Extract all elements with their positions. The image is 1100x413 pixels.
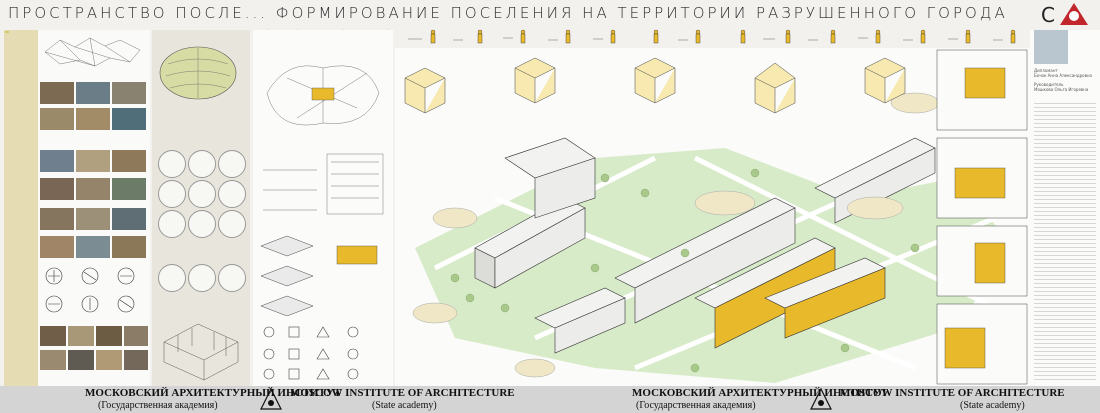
author-name: Бочок Анна Александровна	[1034, 73, 1092, 78]
photo	[112, 208, 146, 230]
logo-letter: С	[1041, 3, 1055, 27]
scenario-circle	[158, 210, 186, 238]
photo	[40, 326, 66, 346]
photo	[76, 208, 110, 230]
author-photo	[1034, 30, 1068, 64]
diagrams-column	[253, 30, 393, 386]
cluster-diagrams	[260, 235, 378, 316]
photo	[40, 236, 74, 258]
perspective-sketches	[936, 49, 1028, 385]
scenario-circle	[188, 210, 216, 238]
advisor-name: Мошкова Ольга Игоревна	[1034, 87, 1089, 92]
scenario-column	[152, 30, 250, 386]
photo	[40, 150, 74, 172]
scenario-circle	[188, 150, 216, 178]
author-column: Дипломант Бочок Анна Александровна Руков…	[1030, 30, 1100, 386]
author-label: Дипломант	[1034, 68, 1058, 73]
scenario-circle	[218, 150, 246, 178]
institute-emblem-icon	[260, 388, 282, 410]
site-plan-diagram	[266, 65, 380, 126]
poster-title: ПРОСТРАНСТВО ПОСЛЕ... ФОРМИРОВАНИЕ ПОСЕЛ…	[8, 4, 1008, 22]
scenario-circle	[158, 180, 186, 208]
photo	[124, 350, 148, 370]
institute-en: MOSCOW INSTITUTE OF ARCHITECTURE	[290, 387, 515, 399]
photo	[124, 326, 148, 346]
world-map	[44, 37, 141, 67]
scenario-circle	[158, 264, 186, 292]
scenario-circle	[218, 264, 246, 292]
photo	[68, 326, 94, 346]
advisor-label: Руководитель	[1034, 82, 1064, 87]
photo	[96, 350, 122, 370]
footer-bar: МОСКОВСКИЙ АРХИТЕКТУРНЫЙ ИНСТИТУТ (Госуд…	[0, 386, 1100, 413]
photo	[76, 178, 110, 200]
scenario-circle	[218, 210, 246, 238]
photo	[76, 82, 110, 104]
photo	[96, 326, 122, 346]
analysis-column	[4, 30, 150, 386]
institute-en-subtitle: (State academy)	[372, 400, 437, 411]
logo-triangle-icon	[1060, 3, 1088, 25]
institute-emblem-icon	[810, 388, 832, 410]
section-diagrams	[263, 153, 384, 215]
photo	[112, 82, 146, 104]
photo	[40, 350, 66, 370]
photo	[68, 350, 94, 370]
scenario-circle	[188, 264, 216, 292]
institute-ru-subtitle: (Государственная академия)	[636, 400, 756, 411]
description-text-block	[1034, 100, 1096, 380]
photo	[40, 82, 74, 104]
scenario-circle	[188, 180, 216, 208]
photo	[112, 178, 146, 200]
photo	[76, 236, 110, 258]
photo	[112, 236, 146, 258]
photo	[40, 208, 74, 230]
scenario-circle	[158, 150, 186, 178]
photo	[40, 108, 74, 130]
institute-ru: МОСКОВСКИЙ АРХИТЕКТУРНЫЙ ИНСТИТУТ	[85, 387, 342, 399]
institute-en: MOSCOW INSTITUTE OF ARCHITECTURE	[840, 387, 1065, 399]
text-strip	[4, 30, 38, 386]
photo	[112, 150, 146, 172]
brain-diagram	[159, 46, 237, 100]
photo	[112, 108, 146, 130]
icons-sketch-grid	[45, 267, 135, 313]
section-header	[5, 31, 9, 33]
scenario-circle	[218, 180, 246, 208]
isometric-settlement-drawing	[395, 48, 1035, 388]
pictogram-grid	[263, 326, 359, 380]
photo	[40, 178, 74, 200]
institute-ru-subtitle: (Государственная академия)	[98, 400, 218, 411]
institute-en-subtitle: (State academy)	[960, 400, 1025, 411]
building-sketch	[163, 323, 239, 381]
photo	[76, 150, 110, 172]
photo	[76, 108, 110, 130]
